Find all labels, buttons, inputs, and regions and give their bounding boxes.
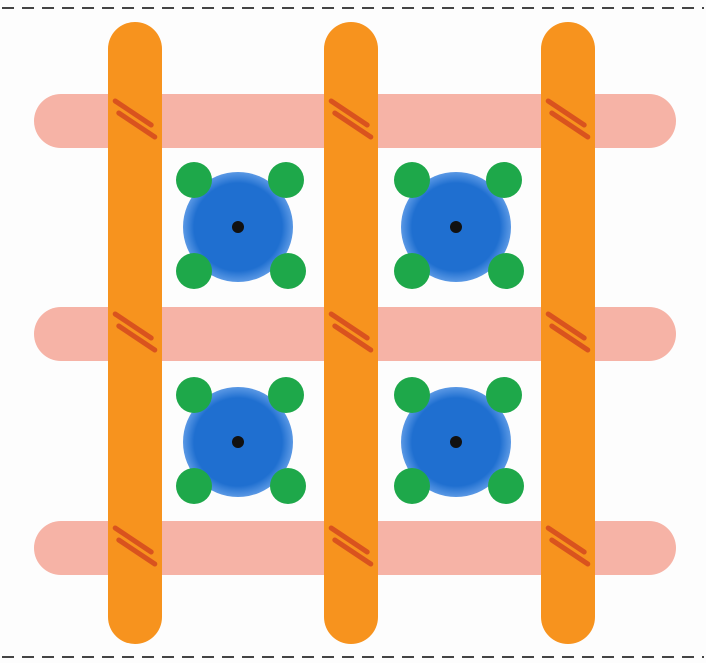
atom-cluster — [176, 162, 306, 289]
center-dot — [450, 436, 462, 448]
green-atom — [488, 253, 524, 289]
green-atom — [488, 468, 524, 504]
green-atom — [176, 162, 212, 198]
center-dot — [450, 221, 462, 233]
green-atom — [176, 253, 212, 289]
green-atom — [268, 377, 304, 413]
atom-cluster — [176, 377, 306, 504]
green-atom — [394, 468, 430, 504]
center-dot — [232, 221, 244, 233]
green-atom — [268, 162, 304, 198]
atom-cluster — [394, 377, 524, 504]
green-atom — [270, 468, 306, 504]
green-atom — [394, 377, 430, 413]
center-dot — [232, 436, 244, 448]
green-atom — [394, 253, 430, 289]
green-atom — [270, 253, 306, 289]
atom-cluster — [394, 162, 524, 289]
green-atom — [176, 468, 212, 504]
green-atom — [176, 377, 212, 413]
green-atom — [486, 162, 522, 198]
green-atom — [394, 162, 430, 198]
green-atom — [486, 377, 522, 413]
